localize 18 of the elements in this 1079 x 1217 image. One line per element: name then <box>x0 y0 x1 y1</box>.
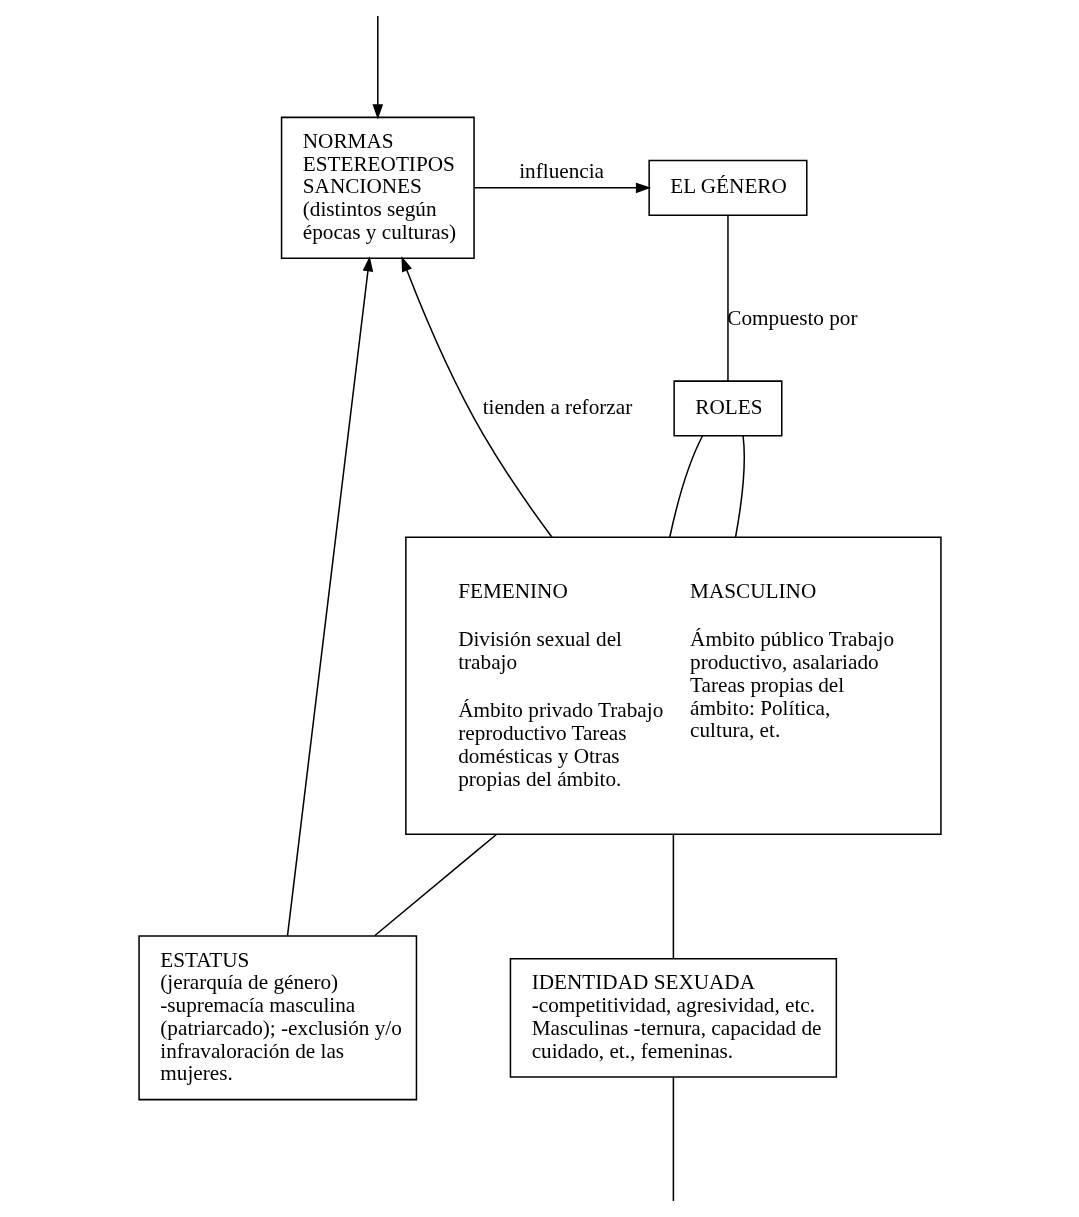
node-box: NORMAS ESTEREOTIPOS SANCIONES (distintos según épocas y culturas) <box>280 116 475 260</box>
arrow <box>473 182 651 194</box>
connector <box>672 833 674 960</box>
arrow <box>372 15 383 120</box>
edge-label: influencia <box>518 158 604 183</box>
node-box: FEMENINO División sexual del trabajo Ámbito privado Trabajo reproductivo Tareas domésticas y Otras propias del ámbito. MASCULINO Ámbito público Trabajo productivo, asalariado Tareas propias del ámbito: Política, cultura, et. <box>404 536 942 836</box>
node-box: ROLES <box>672 380 783 437</box>
connector <box>726 214 729 382</box>
connector <box>373 833 497 937</box>
edge-label: tienden a reforzar <box>482 395 632 420</box>
arrow <box>401 256 553 538</box>
arrow <box>286 256 373 937</box>
connector <box>734 435 745 538</box>
connector <box>672 1076 674 1202</box>
node-box: ESTATUS (jerarquía de género) -supremacía masculina (patriarcado); -exclusión y/o infravaloración de las mujeres. <box>137 935 417 1101</box>
connector <box>668 435 703 538</box>
node-box: EL GÉNERO <box>647 159 808 216</box>
node-box: IDENTIDAD SEXUADA -competitividad, agresividad, etc. Masculinas -ternura, capacidad de cuidado, et., femeninas. <box>509 957 837 1078</box>
